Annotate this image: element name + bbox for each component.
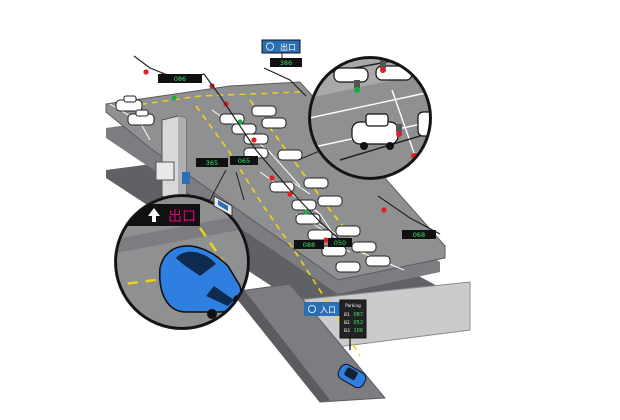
car-icon <box>321 245 347 257</box>
free-light <box>303 209 309 215</box>
car-icon <box>417 111 430 137</box>
guidance-display: 086 <box>158 74 202 83</box>
info-board: 入口 Parking B1 087 B2 052 B3 106 <box>304 299 367 350</box>
board-row-label: B3 <box>344 328 350 334</box>
arriving-car <box>337 363 367 389</box>
car-icon <box>351 241 377 253</box>
pay-station <box>155 115 190 201</box>
parking-p-icon <box>265 42 274 51</box>
display-value: 086 <box>174 75 186 83</box>
occupied-light <box>143 69 149 75</box>
board-row-label: B2 <box>344 320 350 326</box>
exit-label: 出口 <box>280 42 296 52</box>
car-icon <box>333 67 369 83</box>
board-title: Parking <box>345 303 361 308</box>
parking-p-icon <box>307 304 316 313</box>
car-icon <box>115 95 143 112</box>
car-icon <box>261 117 287 129</box>
guidance-display: 050 <box>328 238 352 247</box>
free-light <box>354 87 360 93</box>
parked-cars <box>115 95 391 273</box>
occupied-light <box>380 67 386 73</box>
car-icon <box>295 213 321 225</box>
zoom-connector <box>235 171 245 201</box>
car-icon <box>335 225 361 237</box>
ceiling-rails <box>133 55 441 241</box>
guidance-display: 065 <box>230 156 258 165</box>
display-value: 065 <box>238 157 250 165</box>
exit-sign-top: 出口 <box>261 39 301 62</box>
display-value: 068 <box>413 231 425 239</box>
occupied-light <box>287 191 293 197</box>
occupied-light <box>269 175 275 181</box>
lane-marking <box>195 105 361 357</box>
car-icon <box>303 177 329 189</box>
wall-sign <box>213 195 233 217</box>
board-row-value: 052 <box>353 320 363 326</box>
board-row-label: B1 <box>344 312 350 318</box>
up-arrow-icon <box>148 208 160 222</box>
occupied-light <box>251 137 257 143</box>
car-icon <box>317 195 343 207</box>
ramp-curb <box>232 290 330 402</box>
occupied-light <box>381 207 387 213</box>
occupied-light <box>323 237 329 243</box>
occupied-light <box>396 131 402 137</box>
car-icon <box>269 181 295 193</box>
lane-marking-3 <box>129 91 301 107</box>
car-icon <box>277 149 303 161</box>
occupied-light <box>431 121 437 127</box>
guidance-display: 386 <box>270 58 302 67</box>
guidance-display: 088 <box>294 240 324 249</box>
display-value: 365 <box>206 159 218 167</box>
car-icon <box>127 109 155 126</box>
car-icon <box>335 261 361 273</box>
board-row-value: 106 <box>353 328 363 334</box>
car-icon <box>251 105 277 117</box>
car-icon <box>365 255 391 267</box>
display-value: 088 <box>303 241 315 249</box>
guidance-display: 365 <box>196 158 228 167</box>
zoom-connector <box>209 169 227 201</box>
guidance-display: 068 <box>402 230 436 239</box>
zoom-left: 5 出口 <box>114 194 250 330</box>
entrance-label: 入口 <box>320 306 336 315</box>
exit-label: 出口 <box>168 209 196 225</box>
free-light <box>171 95 177 101</box>
car-icon <box>351 113 399 150</box>
car-icon <box>231 123 257 135</box>
board-row-value: 087 <box>353 312 363 318</box>
display-value: 050 <box>334 239 346 247</box>
display-value: 386 <box>280 59 292 67</box>
